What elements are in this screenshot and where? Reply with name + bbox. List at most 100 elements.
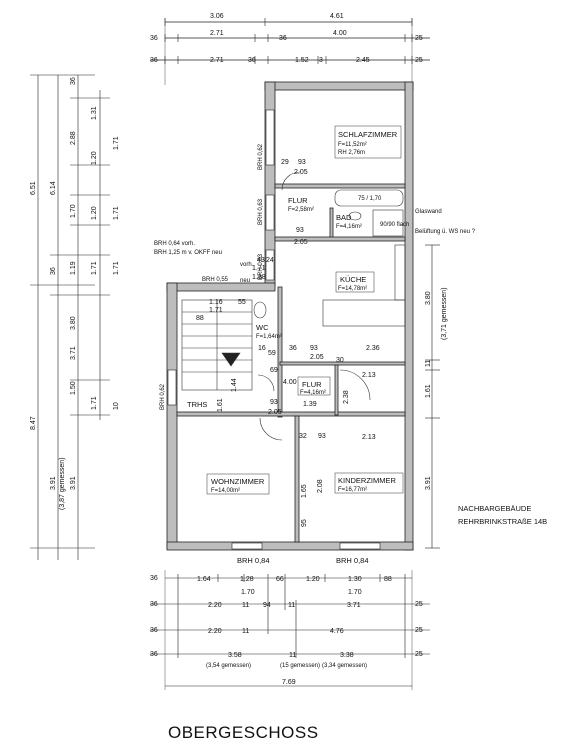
dim-label: 59	[268, 350, 276, 357]
dim-label: 3.91	[425, 476, 432, 490]
dim-label: 1.70	[348, 589, 362, 596]
room-name: FLUR	[288, 196, 308, 205]
room-name: BAD	[336, 213, 352, 222]
dim-label: 8.47	[30, 416, 37, 430]
dim-label: 16	[258, 345, 266, 352]
dim-label: 1.20	[306, 576, 320, 583]
room-area: F=4,16m²	[300, 390, 326, 396]
dim-label: 66	[276, 576, 284, 583]
dim-label: 1.71	[252, 265, 266, 272]
dim-label: 36	[150, 627, 158, 634]
dim-label: 93	[298, 159, 306, 166]
dim-label: 2.13	[362, 372, 376, 379]
dim-label: 94	[263, 602, 271, 609]
dim-label: 36	[70, 77, 77, 85]
dim-label: 10	[113, 402, 120, 410]
dim-label: 4.00	[283, 379, 297, 386]
dim-label: (3,54 gemessen)	[206, 663, 251, 669]
note-text: BRH 0,84	[237, 556, 270, 565]
dim-label: 1.65	[301, 484, 308, 498]
dim-label: 2.13	[362, 434, 376, 441]
dim-label: 1.38	[252, 274, 266, 281]
right-dimension-labels: 3.80 (3,71 gemessen) 11 1.61 3.91	[425, 287, 448, 490]
building-line-1: NACHBARGEBÄUDE	[458, 504, 531, 513]
dim-label: 36	[248, 57, 256, 64]
room-kinderzimmer: KINDERZIMMER F=16,77m²	[334, 472, 404, 494]
note-text: Glaswand	[415, 209, 442, 215]
neighbor-building-label: NACHBARGEBÄUDE REHRBRINKSTRAßE 14B	[458, 504, 547, 526]
room-area: F=4,16m²	[336, 224, 362, 230]
room-name: WC	[256, 323, 269, 332]
dim-label: 1.50	[70, 381, 77, 395]
dim-label: 25	[415, 651, 423, 658]
top-dimension-chains	[150, 18, 430, 85]
note-text: BRH 0,64 vorh.	[154, 241, 195, 247]
dim-label: 25	[415, 627, 423, 634]
dim-label: 11	[242, 628, 249, 635]
room-kueche: KÜCHE F=14,78m²	[335, 271, 375, 293]
dim-label: 2.71	[210, 30, 224, 37]
dim-label: 2.05	[268, 409, 282, 416]
note-text: 90/90 flach	[380, 222, 409, 228]
dim-label: 1.16	[209, 299, 223, 306]
dim-label: 36	[150, 57, 158, 64]
dim-label: 7.69	[282, 679, 296, 686]
dim-label: 24	[266, 257, 274, 264]
right-dimension-chain	[425, 244, 440, 549]
interior-dimensions: 2.05 93 29 2.05 93 24 43 1.71 1.38 1.16 …	[196, 159, 380, 527]
room-trhs: TRHS	[187, 400, 207, 409]
note-text: vorh.	[240, 262, 254, 268]
note-text: 75 / 1,70	[358, 196, 382, 202]
dim-label: 36	[150, 575, 158, 582]
dim-label: 69	[270, 367, 278, 374]
bathroom-fixtures	[253, 189, 404, 319]
dim-label: 1.70	[241, 589, 255, 596]
room-name: WOHNZIMMER	[211, 477, 265, 486]
dim-label: 3.91	[70, 476, 77, 490]
dim-label: 4.00	[333, 30, 347, 37]
room-bad: BAD F=4,16m²	[336, 213, 362, 230]
dim-label: 2.45	[356, 57, 370, 64]
room-name: KINDERZIMMER	[338, 476, 397, 485]
note-text: BRH 0,55	[202, 277, 229, 283]
dim-label: 1.71	[113, 261, 120, 275]
room-wohnzimmer: WOHNZIMMER F=14,00m²	[206, 473, 270, 495]
note-text: BRH 0,62	[160, 383, 166, 410]
dim-label: 2.05	[310, 354, 324, 361]
room-name: TRHS	[187, 400, 207, 409]
dim-label: 95	[301, 519, 308, 527]
dim-label: 3.80	[70, 316, 77, 330]
dim-label: 32	[299, 433, 307, 440]
dim-label: (15 gemessen)	[280, 663, 320, 669]
dim-label: 3	[319, 57, 323, 64]
note-text: BRH 0,83	[258, 253, 264, 280]
dim-label: 1.64	[197, 576, 211, 583]
note-text: BRH 0,62	[258, 143, 264, 170]
building-line-2: REHRBRINKSTRAßE 14B	[458, 517, 547, 526]
room-height: RH 2,76m	[338, 150, 365, 156]
dim-label: 88	[196, 315, 204, 322]
dim-label: 1.52	[295, 57, 309, 64]
bottom-dimension-labels: 36 1.64 1.28 66 1.20 1.30 88 1.70 1.70 3…	[150, 575, 423, 686]
dim-label: 1.44	[231, 378, 238, 392]
room-area: F=2,58m²	[288, 207, 314, 213]
room-area: F=11,52m²	[338, 142, 367, 148]
room-wc: WC F=1,64m²	[256, 323, 282, 340]
dim-label: 93	[310, 345, 318, 352]
dim-label: 25	[415, 57, 423, 64]
room-name: FLUR	[302, 380, 322, 389]
note-text: neu	[240, 278, 250, 284]
dim-label: 2.88	[70, 131, 77, 145]
dim-label: 36	[150, 601, 158, 608]
dim-label: 6.14	[50, 181, 57, 195]
dim-label: (3,87 gemessen)	[59, 457, 66, 510]
dim-label: 30	[336, 357, 344, 364]
dim-label: 1.39	[303, 401, 317, 408]
dim-label: 1.71	[113, 206, 120, 220]
dim-label: 11	[289, 652, 296, 659]
dim-label: 11	[242, 602, 249, 609]
windows	[167, 109, 381, 550]
dim-label: 36	[289, 345, 297, 352]
room-schlafzimmer: SCHLAFZIMMER F=11,52m² RH 2,76m	[334, 125, 402, 159]
dim-label: 1.30	[348, 576, 362, 583]
